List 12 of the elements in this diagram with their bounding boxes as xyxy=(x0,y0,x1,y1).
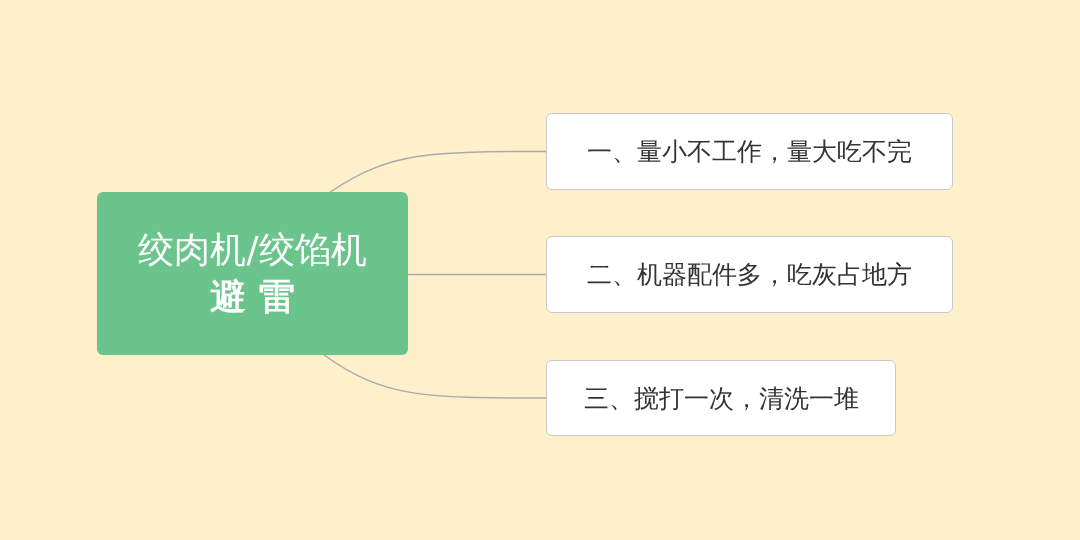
branch-box xyxy=(546,360,896,436)
branch-label: 一、量小不工作，量大吃不完 xyxy=(587,136,912,168)
branch-label: 二、机器配件多，吃灰占地方 xyxy=(587,259,912,291)
branch-box xyxy=(546,113,953,190)
branch-box xyxy=(546,236,953,313)
branch-label: 三、搅打一次，清洗一堆 xyxy=(583,382,859,415)
topic-box xyxy=(97,192,408,355)
topic-subtitle: 避 雷 xyxy=(210,274,295,319)
connector-line xyxy=(323,354,547,399)
connector-line xyxy=(407,273,547,276)
topic-title: 绞肉机/绞馅机 xyxy=(138,227,367,272)
connector-line xyxy=(329,150,547,193)
